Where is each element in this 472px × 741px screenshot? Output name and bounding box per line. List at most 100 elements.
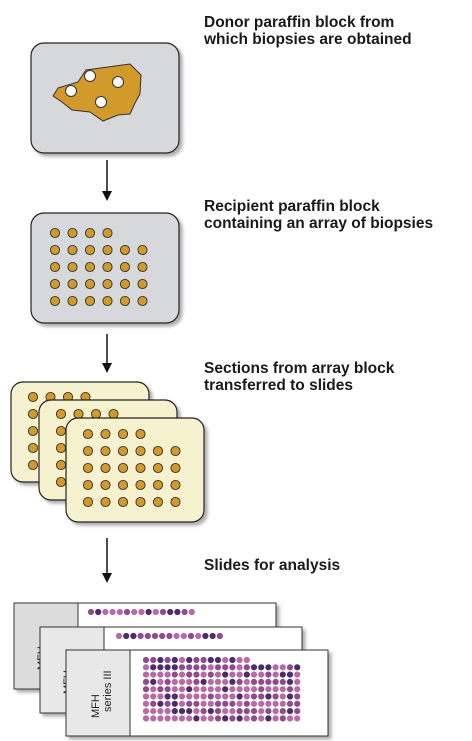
stained-core: [193, 664, 200, 671]
stained-core: [173, 632, 180, 640]
stained-core: [181, 608, 188, 616]
biopsy-core: [49, 244, 61, 256]
stained-core: [222, 708, 229, 715]
stained-core: [157, 715, 164, 722]
stained-core: [216, 632, 223, 640]
biopsy-array: [49, 227, 148, 307]
stained-core: [207, 700, 214, 707]
stained-core: [180, 632, 187, 640]
stained-core: [258, 693, 265, 700]
stained-core: [171, 671, 178, 678]
stained-core: [279, 693, 286, 700]
stained-core: [207, 708, 214, 715]
biopsy-core: [67, 278, 78, 290]
stained-core: [294, 664, 301, 671]
slide-3-sublabel: series III: [102, 670, 114, 712]
stained-core: [200, 686, 207, 693]
biopsy-core: [100, 462, 111, 474]
stained-core: [202, 632, 209, 640]
stained-core: [142, 671, 150, 678]
stained-core: [279, 715, 286, 722]
stained-core: [243, 678, 250, 686]
stained-core: [178, 656, 186, 664]
stained-core: [145, 608, 152, 616]
stained-core: [214, 671, 222, 678]
stained-core: [171, 656, 178, 664]
stained-core: [207, 678, 214, 686]
stained-core: [178, 671, 186, 678]
stained-core: [186, 678, 193, 686]
stained-core: [151, 632, 159, 640]
stained-core: [171, 664, 178, 671]
biopsy-core: [135, 445, 146, 457]
stained-core: [152, 608, 159, 616]
biopsy-core: [137, 295, 148, 307]
stained-core: [207, 656, 214, 664]
biopsy-core: [55, 442, 67, 454]
stained-core: [150, 700, 157, 707]
stained-core: [150, 664, 157, 671]
stained-core: [186, 715, 193, 722]
stained-core: [207, 664, 214, 671]
stained-core: [229, 678, 236, 686]
stained-core: [243, 693, 250, 700]
stained-core: [258, 664, 265, 671]
stained-core: [200, 700, 207, 707]
stained-core: [171, 686, 178, 693]
biopsy-core: [67, 244, 78, 256]
biopsy-core: [119, 261, 131, 273]
stained-core: [250, 678, 258, 686]
stained-core: [142, 700, 150, 707]
stained-core: [236, 656, 243, 664]
stained-core: [157, 664, 164, 671]
stained-core: [157, 686, 164, 693]
stained-core: [265, 664, 272, 671]
stained-core: [150, 678, 157, 686]
section-slide-3: [65, 417, 205, 523]
stained-core: [174, 608, 181, 616]
stained-core: [258, 686, 265, 693]
stained-core: [229, 693, 236, 700]
stained-core: [131, 608, 138, 616]
stained-core: [188, 608, 195, 616]
stained-core: [236, 715, 243, 722]
stained-core: [142, 678, 150, 686]
stained-core: [265, 715, 272, 722]
stained-core: [150, 671, 157, 678]
stained-core: [272, 708, 279, 715]
analysis-slide-3: MFH series III: [65, 649, 329, 737]
stained-core: [193, 693, 200, 700]
stained-core: [137, 632, 144, 640]
biopsy-core: [117, 496, 129, 508]
biopsy-core: [84, 261, 96, 273]
stained-core: [294, 708, 301, 715]
stained-core: [250, 708, 258, 715]
stained-core: [222, 693, 229, 700]
analysis-slide-stack: MFH MFH II MFH series III: [13, 602, 329, 737]
biopsy-core: [100, 428, 111, 440]
biopsy-core: [55, 476, 67, 488]
slide-3-label: MFH: [90, 694, 102, 718]
stained-core: [164, 700, 171, 707]
biopsy-core: [170, 496, 181, 508]
stained-core: [265, 700, 272, 707]
stained-core: [157, 656, 164, 664]
stained-core: [229, 686, 236, 693]
biopsy-core: [73, 408, 84, 420]
stained-core: [157, 671, 164, 678]
biopsy-core: [100, 496, 111, 508]
stained-core: [236, 664, 243, 671]
biopsy-core: [67, 227, 78, 239]
stained-core: [159, 608, 167, 616]
stained-core: [250, 664, 258, 671]
stained-core: [265, 671, 272, 678]
biopsy-core: [49, 261, 61, 273]
biopsy-core: [67, 295, 78, 307]
biopsy-core: [108, 408, 119, 420]
stained-core: [265, 708, 272, 715]
stained-core: [229, 700, 236, 707]
stained-core: [222, 678, 229, 686]
stained-core: [178, 700, 186, 707]
biopsy-core: [152, 479, 164, 491]
